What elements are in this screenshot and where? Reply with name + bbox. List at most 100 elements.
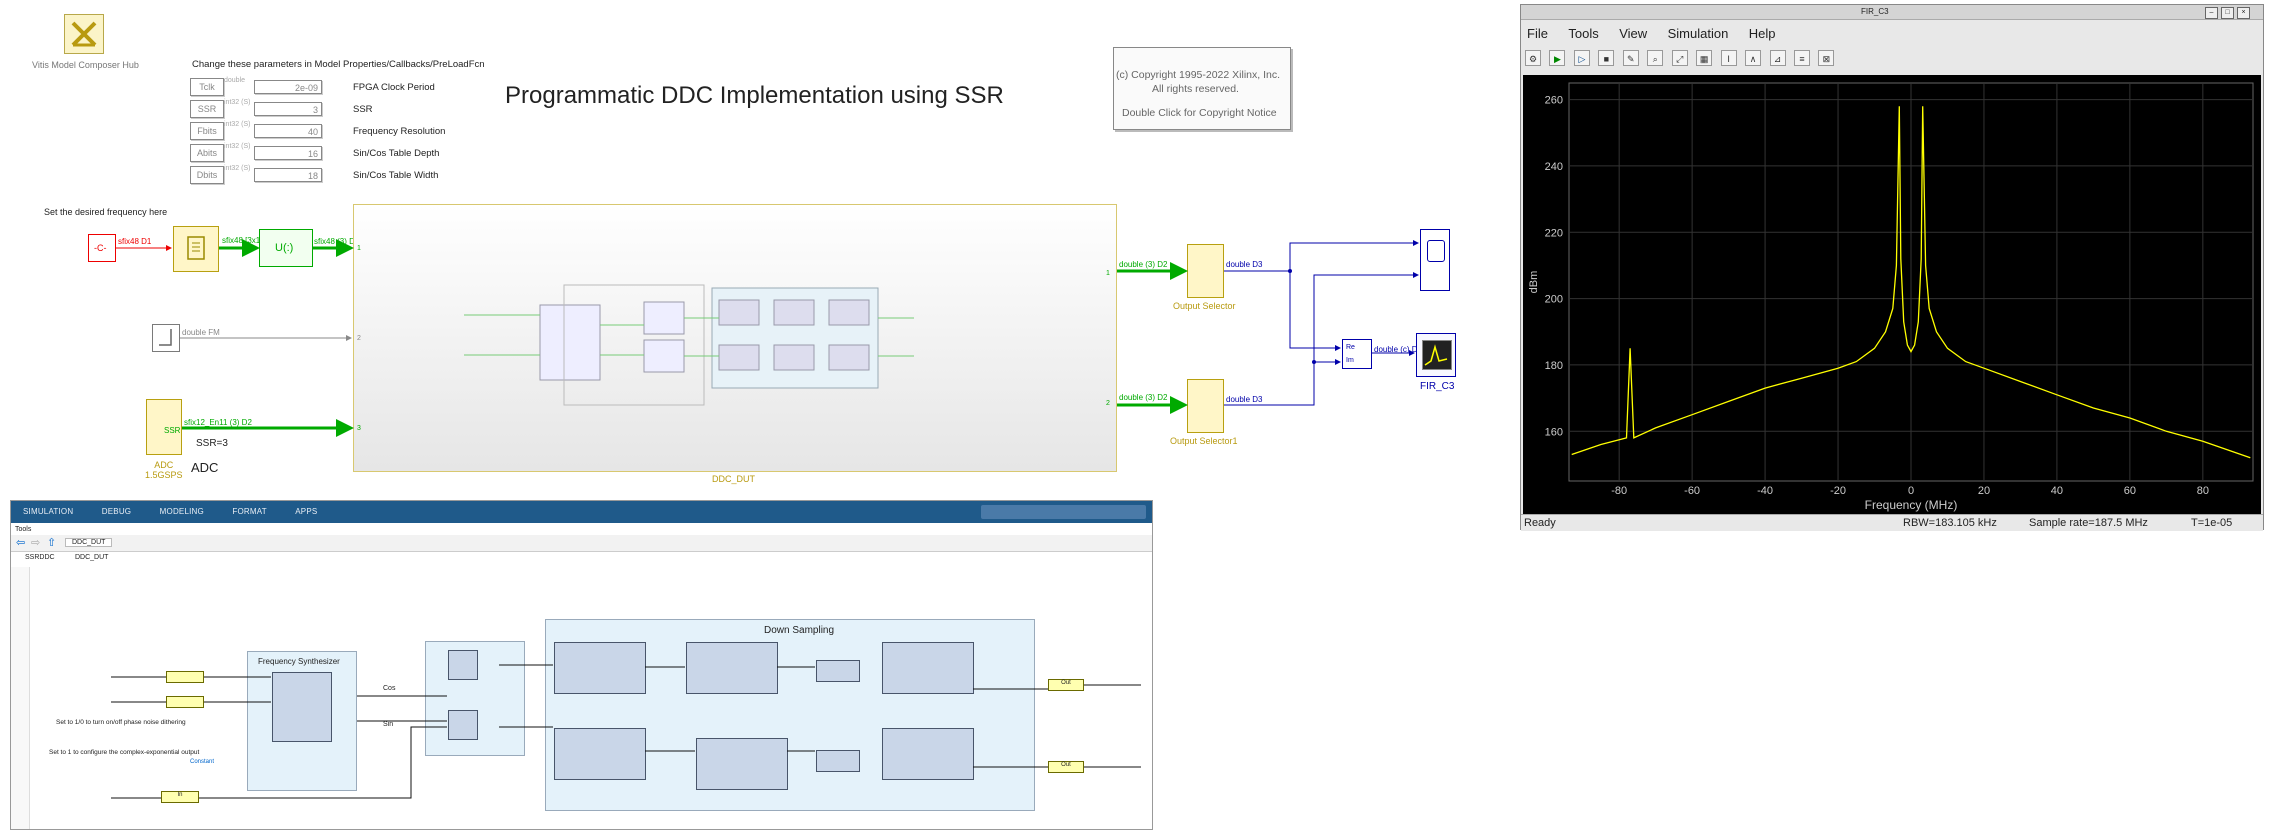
- adc-block[interactable]: SSR: [146, 399, 182, 455]
- menu-view[interactable]: View: [1619, 26, 1648, 41]
- ribbon-tab-format[interactable]: FORMAT: [232, 507, 267, 516]
- ddc-in3: 3: [357, 425, 361, 432]
- maximize-icon[interactable]: □: [2221, 7, 2234, 19]
- ribbon-tab-modeling[interactable]: MODELING: [159, 507, 204, 516]
- constant-block[interactable]: -C-: [88, 234, 116, 262]
- vitis-hub-icon[interactable]: [64, 14, 104, 54]
- step-icon[interactable]: ▷: [1573, 49, 1590, 66]
- real-imag-to-complex-block[interactable]: Re Im: [1342, 339, 1372, 369]
- highlight-icon[interactable]: ✎: [1622, 49, 1639, 66]
- stop-icon[interactable]: ■: [1598, 49, 1615, 66]
- vitis-hub-label: Vitis Model Composer Hub: [32, 60, 139, 70]
- x-tick-label: -40: [1757, 485, 1773, 497]
- fir-c3-scope-block[interactable]: [1416, 333, 1456, 377]
- x-tick-label: 0: [1908, 485, 1914, 497]
- freq-hint: Set the desired frequency here: [44, 207, 168, 217]
- cursor-icon[interactable]: I: [1720, 49, 1737, 66]
- tools-menu[interactable]: Tools: [15, 526, 32, 533]
- y-tick-label: 240: [1545, 161, 1563, 173]
- menu-tools[interactable]: Tools: [1568, 26, 1599, 41]
- breadcrumb-child[interactable]: DDC_DUT: [75, 554, 109, 561]
- in-gateway-3[interactable]: In: [161, 791, 199, 803]
- re-label: Re: [1346, 344, 1355, 351]
- settings-icon[interactable]: ⚙: [1525, 49, 1541, 66]
- param-type: int32 (S): [224, 143, 251, 150]
- scope-titlebar[interactable]: FIR_C3 – □ ×: [1521, 5, 2263, 20]
- ssr-eq-label: SSR=3: [196, 438, 228, 449]
- zoom-icon[interactable]: ⌕: [1647, 49, 1664, 66]
- editor-tab[interactable]: DDC_DUT: [65, 538, 113, 547]
- param-name: Abits: [190, 144, 224, 162]
- out-gateway-1[interactable]: Out: [1048, 679, 1084, 691]
- fm-block[interactable]: [152, 324, 180, 352]
- ribbon: SIMULATION DEBUG MODELING FORMAT APPS: [11, 501, 1152, 523]
- measure-icon[interactable]: ⊿: [1769, 49, 1786, 66]
- ribbon-tab-apps[interactable]: APPS: [295, 507, 318, 516]
- halfband-6[interactable]: [882, 728, 974, 780]
- note-complex: Set to 1 to configure the complex-expone…: [49, 749, 200, 756]
- mixer-area[interactable]: [425, 641, 525, 756]
- ribbon-tab-simulation[interactable]: SIMULATION: [23, 507, 74, 516]
- ribbon-tab-debug[interactable]: DEBUG: [101, 507, 132, 516]
- close-icon[interactable]: ×: [2237, 7, 2250, 19]
- output-selector1-block[interactable]: [1187, 379, 1224, 433]
- out-gateway-2[interactable]: Out: [1048, 761, 1084, 773]
- fir-1[interactable]: [816, 660, 860, 682]
- autoscale-icon[interactable]: ⤢: [1671, 49, 1688, 66]
- in-gateway-2[interactable]: [166, 696, 204, 708]
- halfband-5[interactable]: [696, 738, 788, 790]
- freq-synth-title: Frequency Synthesizer: [258, 657, 340, 666]
- down-sampling-area[interactable]: Down Sampling: [545, 619, 1035, 811]
- scope-statusbar: Ready RBW=183.105 kHz Sample rate=187.5 …: [1521, 514, 2263, 531]
- ddc-in2: 2: [357, 335, 361, 342]
- x-tick-label: 80: [2197, 485, 2209, 497]
- output-selector1-label: Output Selector1: [1170, 436, 1238, 446]
- constant-caption: Constant: [190, 759, 215, 765]
- halfband-1[interactable]: [554, 642, 646, 694]
- copyright-line2: All rights reserved.: [1152, 83, 1239, 95]
- scope-block[interactable]: [1420, 229, 1450, 291]
- peak-icon[interactable]: ∧: [1745, 49, 1762, 66]
- param-value: 2e-09: [254, 80, 322, 94]
- fir-2[interactable]: [816, 750, 860, 772]
- reshape-label: U(:): [275, 242, 294, 254]
- status-rbw: RBW=183.105 kHz: [1903, 517, 1997, 529]
- menu-help[interactable]: Help: [1748, 26, 1776, 41]
- channel-icon[interactable]: ≡: [1793, 49, 1810, 66]
- y-tick-label: 160: [1545, 426, 1563, 438]
- dds-block[interactable]: [272, 672, 332, 742]
- mixer-block-2[interactable]: [448, 710, 478, 740]
- menu-simulation[interactable]: Simulation: [1667, 26, 1729, 41]
- halfband-4[interactable]: [554, 728, 646, 780]
- back-icon[interactable]: ⇦: [16, 537, 26, 549]
- freq-synth-area[interactable]: Frequency Synthesizer: [247, 651, 357, 791]
- gateway-in-block[interactable]: [173, 226, 219, 272]
- adc-caption: ADC 1.5GSPS: [145, 460, 183, 480]
- fir-c3-label: FIR_C3: [1420, 381, 1455, 392]
- output-selector-block[interactable]: [1187, 244, 1224, 298]
- signal-double-fm: double FM: [182, 328, 220, 337]
- run-icon[interactable]: ▶: [1549, 49, 1566, 66]
- halfband-3[interactable]: [882, 642, 974, 694]
- forward-icon[interactable]: ⇨: [31, 537, 41, 549]
- menu-file[interactable]: File: [1527, 26, 1548, 41]
- x-tick-label: -80: [1611, 485, 1627, 497]
- copyright-block[interactable]: (c) Copyright 1995-2022 Xilinx, Inc. All…: [1113, 47, 1291, 130]
- quick-access-toolbar[interactable]: [981, 505, 1146, 519]
- ddc-dut-subsystem[interactable]: 1 2 3 1 2: [353, 204, 1117, 472]
- in-gateway-label: In: [177, 792, 183, 798]
- mixer-block-1[interactable]: [448, 650, 478, 680]
- in-gateway-1[interactable]: [166, 671, 204, 683]
- model-canvas: Vitis Model Composer Hub Change these pa…: [0, 0, 1515, 495]
- spectrum-settings-icon[interactable]: ▦: [1696, 49, 1713, 66]
- breadcrumb-root[interactable]: SSRDDC: [25, 554, 55, 561]
- x-tick-label: 20: [1978, 485, 1990, 497]
- ddc-out1: 1: [1106, 270, 1110, 277]
- reshape-block[interactable]: U(:): [259, 229, 313, 267]
- distortion-icon[interactable]: ⊠: [1818, 49, 1835, 66]
- y-axis-label: dBm: [1528, 271, 1540, 294]
- halfband-2[interactable]: [686, 642, 778, 694]
- up-icon[interactable]: ⇧: [47, 537, 57, 549]
- minimize-icon[interactable]: –: [2205, 7, 2218, 19]
